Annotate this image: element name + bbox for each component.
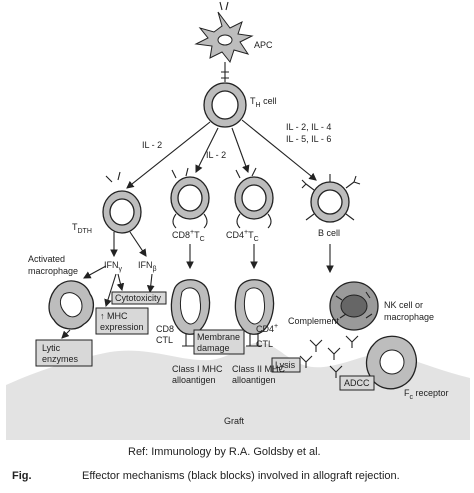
tdth-cell [102, 171, 142, 234]
class1-label-1: Class I MHC [172, 364, 223, 374]
lytic-label-2: enzymes [42, 354, 79, 364]
class2-label-1: Class II MHC [232, 364, 286, 374]
membrane-damage-box [193, 329, 245, 355]
cd4-ctl-label-1: CD4+ [256, 323, 278, 334]
lytic-enzymes-box [35, 339, 93, 367]
graft-label: Graft [224, 416, 245, 426]
arrow-ifn-cytotoxicity [116, 273, 125, 292]
mhc-expr-label-2: expression [100, 322, 144, 332]
cd8-tc-cell [170, 167, 210, 229]
cd8-ctl-label-2: CTL [156, 335, 173, 345]
membrane-label-1: Membrane [197, 332, 240, 342]
adcc-label: ADCC [344, 378, 370, 388]
mhc-expr-label-1: ↑ MHC [100, 311, 128, 321]
lytic-label-1: Lytic [42, 343, 61, 353]
th-cell-label: TH cell [250, 96, 277, 109]
mhc-expression-box [95, 307, 149, 335]
th-cell [203, 82, 247, 128]
nk-label-2: macrophage [384, 312, 434, 322]
il-right-label-2: IL - 5, IL - 6 [286, 134, 331, 144]
cd4-tc-cell [234, 167, 274, 229]
arrow-th-cd8 [195, 127, 219, 173]
complement-label: Complement [288, 316, 340, 326]
arrow-th-bcell [241, 119, 317, 181]
b-cell-label: B cell [318, 228, 340, 238]
apc-label: APC [254, 40, 273, 50]
arrow-macrophage-lytic [61, 329, 71, 339]
fc-macrophage [365, 335, 417, 390]
cd8-ctl-label-1: CD8 [156, 324, 174, 334]
activated-label-2: macrophage [28, 266, 78, 276]
fc-receptor-label: Fc receptor [404, 388, 449, 401]
ifn-beta-label: IFNβ [138, 260, 157, 273]
ifn-gamma-label: IFNγ [104, 260, 123, 273]
figure-label: Fig. [12, 470, 32, 482]
cd4-ctl-cell [234, 279, 275, 347]
cd4-tc-label: CD4+TC [226, 229, 259, 243]
cd4-ctl-label-2: CTL [256, 339, 273, 349]
il2-left-label: IL - 2 [142, 140, 162, 150]
figure-caption: Effector mechanisms (black blocks) invol… [82, 470, 400, 482]
adcc-box [339, 375, 375, 391]
cytotoxicity-label: Cytotoxicity [115, 293, 162, 303]
lysis-box [271, 357, 301, 373]
il2-mid-label: IL - 2 [206, 150, 226, 160]
graft-tissue [6, 342, 470, 440]
arrow-th-tdth [126, 121, 211, 189]
cd8-ctl-cell [170, 279, 211, 347]
lysis-label: Lysis [275, 360, 296, 370]
apc-cell [194, 1, 254, 64]
arrow-tdth-ifn-beta [129, 231, 147, 257]
arrow-ifnb-mhc [146, 273, 155, 294]
il-right-label-1: IL - 2, IL - 4 [286, 122, 331, 132]
reference-caption: Ref: Immunology by R.A. Goldsby et al. [128, 446, 321, 458]
activated-label-1: Activated [28, 254, 65, 264]
class2-label-2: alloantigen [232, 375, 276, 385]
cytotoxicity-box [111, 291, 167, 305]
arrow-th-cd4 [231, 127, 250, 174]
apc-th-receptor [221, 62, 229, 82]
antibodies [299, 335, 359, 378]
nk-label-1: NK cell or [384, 300, 423, 310]
tdth-label: TDTH [72, 222, 92, 235]
b-cell [301, 174, 361, 223]
activated-macrophage [48, 280, 95, 330]
arrow-ifn-macrophage [83, 265, 107, 279]
cd8-tc-label: CD8+TC [172, 229, 205, 243]
arrow-ifn-mhc [104, 273, 117, 308]
class1-label-2: alloantigen [172, 375, 216, 385]
membrane-label-2: damage [197, 343, 230, 353]
nk-cell [329, 281, 379, 331]
